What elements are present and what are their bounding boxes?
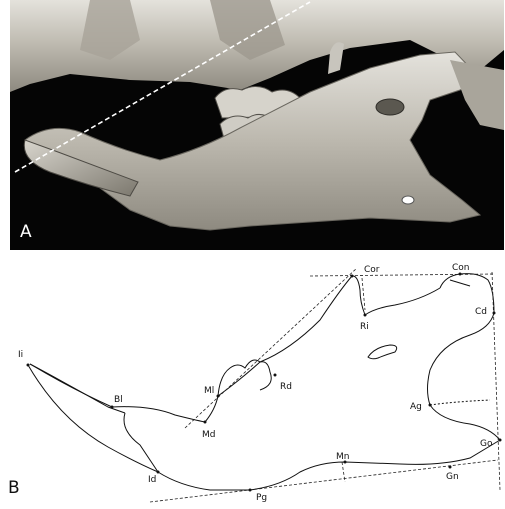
- label-rd: Rd: [280, 382, 292, 392]
- label-ii: Ii: [18, 350, 23, 360]
- label-cd: Cd: [475, 307, 487, 317]
- label-id: Id: [148, 475, 156, 485]
- label-md: Md: [202, 430, 215, 440]
- landmark-diagram: Ii Bl Id Pg Mn Gn Go Ag Cd Con Ri Cor Ml…: [0, 250, 505, 505]
- mental-foramen: [376, 99, 404, 115]
- label-bi: Bl: [114, 395, 123, 405]
- panel-b-landmark-diagram: Ii Bl Id Pg Mn Gn Go Ag Cd Con Ri Cor Ml…: [0, 250, 505, 505]
- skull-render: [10, 0, 504, 250]
- panel-letter-b: B: [8, 478, 20, 498]
- construction-lines: [150, 268, 500, 502]
- landmark-labels: Ii Bl Id Pg Mn Gn Go Ag Cd Con Ri Cor Ml…: [18, 263, 493, 503]
- panel-letter-a: A: [20, 222, 32, 242]
- mandible-outline: [28, 274, 500, 490]
- small-foramen: [402, 196, 414, 204]
- label-pg: Pg: [256, 493, 267, 503]
- landmark-points: [27, 273, 502, 492]
- label-con: Con: [452, 263, 470, 273]
- label-ml: Ml: [204, 386, 214, 396]
- label-ag: Ag: [410, 402, 422, 412]
- mandibular-foramen: [368, 345, 397, 359]
- label-gn: Gn: [446, 472, 459, 482]
- panel-a-3d-render: A: [10, 0, 504, 250]
- label-mn: Mn: [336, 452, 349, 462]
- label-ri: Ri: [360, 322, 369, 332]
- label-go: Go: [480, 439, 493, 449]
- condyle-region: [450, 60, 504, 130]
- label-cor: Cor: [364, 265, 380, 275]
